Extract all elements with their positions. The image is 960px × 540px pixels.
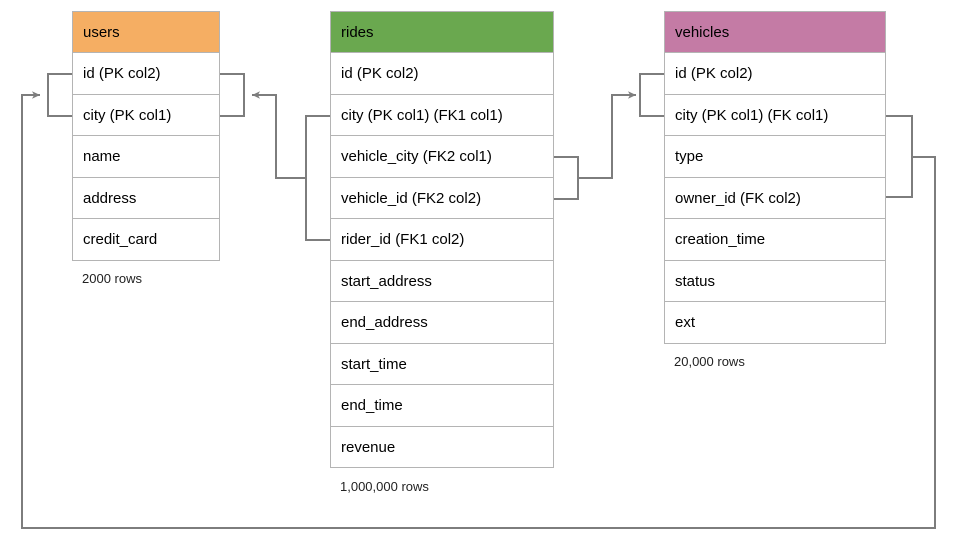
table-rides-header: rides [330, 11, 554, 53]
table-rides-column-vehicle_id[interactable]: vehicle_id (FK2 col2) [330, 178, 554, 219]
column-label: city (PK col1) [83, 106, 172, 124]
column-label: id (PK col2) [341, 65, 419, 82]
column-label: end_time [341, 397, 403, 414]
table-rides-column-id[interactable]: id (PK col2) [330, 53, 554, 95]
table-rides-column-start_address[interactable]: start_address [330, 261, 554, 302]
column-label: creation_time [675, 231, 766, 248]
table-vehicles-column-ext[interactable]: ext [664, 302, 886, 344]
table-vehicles-header: vehicles [664, 11, 886, 53]
table-vehicles-column-creation_time[interactable]: creation_time [664, 219, 886, 261]
edge-fk2-rides-vehicles [554, 73, 664, 200]
table-users-column-name[interactable]: name [72, 136, 220, 178]
column-label: address [83, 189, 137, 207]
column-label: vehicle_id (FK2 col2) [341, 189, 482, 207]
table-users-column-city[interactable]: city (PK col1) [72, 95, 220, 136]
column-label: id (PK col2) [675, 65, 753, 82]
table-users-header: users [72, 11, 220, 53]
table-rides-row-count: 1,000,000 rows [340, 479, 429, 494]
column-label: city (PK col1) (FK1 col1) [341, 106, 503, 124]
column-label: ext [675, 314, 696, 331]
table-rides-column-revenue[interactable]: revenue [330, 427, 554, 468]
column-label: start_time [341, 355, 407, 373]
table-users-column-id[interactable]: id (PK col2) [72, 53, 220, 95]
table-users-title: users [83, 23, 120, 41]
edge-fk1-rides-users [252, 91, 330, 241]
table-users[interactable]: users id (PK col2) city (PK col1) name a… [72, 11, 220, 261]
column-label: start_address [341, 272, 432, 290]
edge-users-left-bracket [47, 73, 72, 117]
column-label: type [675, 148, 704, 165]
table-rides-column-vehicle_city[interactable]: vehicle_city (FK2 col1) [330, 136, 554, 178]
table-vehicles-column-owner_id[interactable]: owner_id (FK col2) [664, 178, 886, 219]
table-vehicles-column-type[interactable]: type [664, 136, 886, 178]
table-vehicles-column-id[interactable]: id (PK col2) [664, 53, 886, 95]
table-rides-title: rides [341, 23, 374, 41]
table-vehicles-column-status[interactable]: status [664, 261, 886, 302]
column-label: id (PK col2) [83, 65, 161, 82]
table-users-column-credit_card[interactable]: credit_card [72, 219, 220, 261]
column-label: revenue [341, 438, 396, 456]
table-rides-column-start_time[interactable]: start_time [330, 344, 554, 385]
column-label: owner_id (FK col2) [675, 189, 801, 207]
table-vehicles-title: vehicles [675, 23, 730, 41]
table-vehicles-row-count: 20,000 rows [674, 354, 745, 369]
table-rides[interactable]: rides id (PK col2) city (PK col1) (FK1 c… [330, 11, 554, 468]
table-users-column-address[interactable]: address [72, 178, 220, 219]
table-vehicles-column-city[interactable]: city (PK col1) (FK col1) [664, 95, 886, 136]
column-label: status [675, 272, 716, 290]
table-users-row-count: 2000 rows [82, 271, 142, 286]
edge-users-right-bracket [220, 73, 245, 117]
column-label: vehicle_city (FK2 col1) [341, 148, 492, 165]
column-label: name [83, 148, 121, 165]
column-label: rider_id (FK1 col2) [341, 231, 465, 248]
table-rides-column-end_address[interactable]: end_address [330, 302, 554, 344]
column-label: city (PK col1) (FK col1) [675, 106, 829, 124]
column-label: end_address [341, 314, 428, 331]
table-rides-column-city[interactable]: city (PK col1) (FK1 col1) [330, 95, 554, 136]
table-rides-column-end_time[interactable]: end_time [330, 385, 554, 427]
column-label: credit_card [83, 231, 158, 248]
table-vehicles[interactable]: vehicles id (PK col2) city (PK col1) (FK… [664, 11, 886, 344]
table-rides-column-rider_id[interactable]: rider_id (FK1 col2) [330, 219, 554, 261]
